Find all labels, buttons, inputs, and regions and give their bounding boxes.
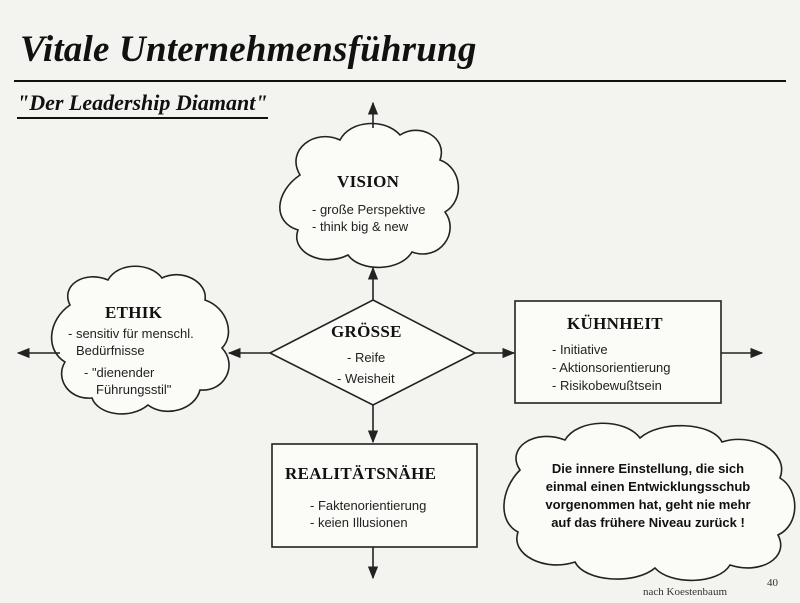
kuehnheit-item-2: - Aktionsorientierung [552, 360, 671, 375]
vision-heading: VISION [337, 172, 400, 191]
quote-line-1: Die innere Einstellung, die sich [551, 461, 745, 476]
realitaet-box-shape [271, 443, 478, 548]
quote-line-2: einmal einen Entwicklungsschub [545, 479, 751, 494]
ethik-item-1: - sensitiv für menschl. [68, 326, 194, 341]
groesse-heading: GRÖSSE [331, 322, 402, 341]
kuehnheit-box-shape [514, 300, 722, 404]
ethik-heading: ETHIK [105, 303, 163, 322]
quote-cloud-shape [503, 422, 796, 582]
realitaet-heading: REALITÄTSNÄHE [285, 464, 437, 483]
ethik-item-3: - "dienender [84, 365, 155, 380]
quote-line-4: auf das frühere Niveau zurück ! [551, 515, 745, 530]
kuehnheit-item-3: - Risikobewußtsein [552, 378, 662, 393]
page-title: Vitale Unternehmensführung [20, 29, 477, 70]
kuehnheit-heading: KÜHNHEIT [567, 314, 663, 333]
source-credit: nach Koestenbaum [643, 586, 727, 598]
quote-text: Die innere Einstellung, die sich einmal … [522, 460, 774, 532]
page-number: 40 [767, 577, 778, 589]
vision-item-1: - große Perspektive [312, 202, 426, 217]
ethik-item-2: Bedürfnisse [76, 343, 145, 358]
title-divider [14, 80, 786, 82]
ethik-item-4: Führungsstil" [96, 382, 172, 397]
quote-line-3: vorgenommen hat, geht nie mehr [545, 497, 751, 512]
ethik-cloud-shape [50, 265, 230, 415]
kuehnheit-item-1: - Initiative [552, 342, 608, 357]
vision-item-2: - think big & new [312, 219, 409, 234]
realitaet-item-2: - keien Illusionen [310, 515, 408, 530]
realitaet-item-1: - Faktenorientierung [310, 498, 427, 513]
groesse-item-2: - Weisheit [337, 371, 395, 386]
vision-cloud-shape [279, 122, 460, 269]
page-subtitle: "Der Leadership Diamant" [17, 90, 268, 119]
groesse-item-1: - Reife [347, 350, 386, 365]
